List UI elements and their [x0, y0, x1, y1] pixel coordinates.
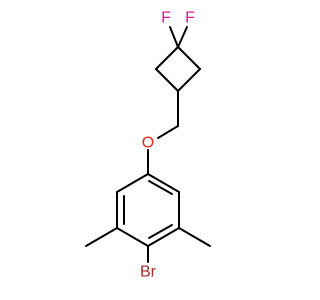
bond-methyl-right	[178, 227, 211, 247]
atom-oxygen: O	[142, 135, 154, 152]
bond-benzene-1-2	[147, 173, 180, 193]
bond-c-f-right	[177, 26, 188, 48]
bond-cyclobutane-left-bottom	[155, 68, 179, 92]
bond-benzene-double-top	[148, 180, 173, 195]
bond-benzene-3-4	[147, 227, 180, 247]
atom-fluorine-left: F	[161, 10, 171, 27]
bond-c-f-left	[169, 26, 179, 48]
bond-ch2-oxygen	[157, 125, 179, 139]
atom-fluorine-right: F	[185, 10, 195, 27]
molecule-structure: F F O Br	[85, 10, 211, 281]
atom-bromine: Br	[140, 264, 157, 281]
bond-cyclobutane-top-left	[155, 46, 179, 70]
bond-benzene-4-5	[116, 227, 149, 247]
bond-benzene-6-1	[116, 173, 149, 193]
bond-cyclobutane-right-top	[177, 46, 201, 70]
bond-cyclobutane-bottom-right	[177, 68, 201, 92]
bond-methyl-left	[85, 227, 118, 247]
bond-benzene-double-right	[148, 224, 173, 239]
